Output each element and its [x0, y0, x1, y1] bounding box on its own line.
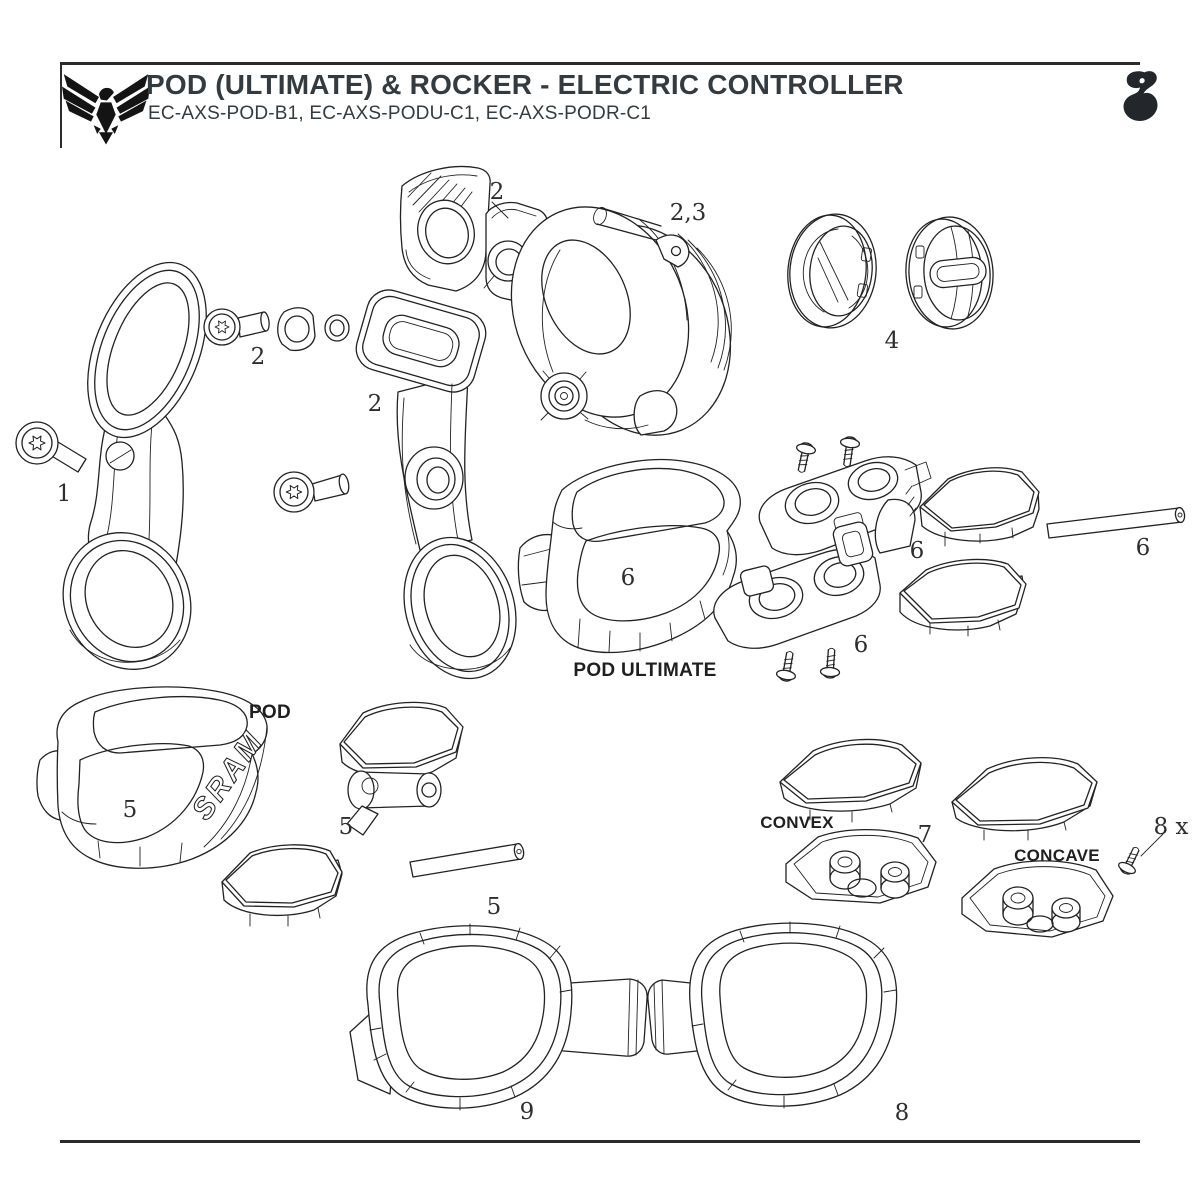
part-1-bolt-drawing [15, 421, 87, 473]
callout-part-9: 9 [519, 1099, 535, 1125]
part-2-lower-bolt-drawing [273, 471, 350, 513]
callout-part-5-pod: 5 [122, 797, 138, 823]
part-5-pin-drawing [409, 842, 525, 878]
part-2-upper-bolt-drawing [203, 308, 270, 346]
callout-part-8: 8 [894, 1100, 910, 1126]
label-pod-ultimate: POD ULTIMATE [573, 660, 717, 681]
header-rule [60, 62, 1140, 65]
callout-part-2-3: 2,3 [669, 200, 707, 226]
part-1-bracket-drawing [62, 261, 207, 670]
sram-derailleur-icon [1123, 71, 1158, 121]
header-left-tick [60, 62, 62, 148]
part-6-pod-ultimate-drawing [517, 458, 741, 654]
callout-part-6-paddle: 6 [909, 538, 925, 564]
callout-part-2-arm: 2 [367, 391, 383, 417]
callout-part-6-screws: 6 [853, 632, 869, 658]
callout-part-6-pod: 6 [620, 565, 636, 591]
part-2-3-clamp-ring-drawing [510, 206, 732, 436]
page-title: POD (ULTIMATE) & ROCKER - ELECTRIC CONTR… [146, 69, 904, 100]
footer-rule [60, 1140, 1140, 1143]
part-5-rocker-paddle-drawing [339, 701, 464, 836]
part-8-pod-drawing [647, 921, 898, 1109]
callout-part-4: 4 [884, 328, 900, 354]
part-2-clamp-plate-drawing [399, 165, 491, 292]
part-7-concave-pad-drawing [951, 757, 1114, 938]
part-6-rocker-internals-drawing [713, 435, 932, 684]
label-pod: POD [248, 702, 292, 723]
part-5-small-paddle-drawing [221, 844, 343, 927]
callout-part-2-bolt: 2 [250, 344, 266, 370]
part-8x-screw-drawing [1115, 833, 1164, 878]
callout-part-7: 7 [917, 822, 933, 848]
callout-part-5-paddle: 5 [338, 814, 354, 840]
page-subtitle: EC-AXS-POD-B1, EC-AXS-PODU-C1, EC-AXS-PO… [148, 103, 652, 124]
sram-eagle-logo [62, 74, 150, 145]
part-7-convex-pad-drawing [779, 738, 937, 904]
part-2-washer-drawing [277, 307, 316, 352]
part-2-oring-drawing [324, 314, 350, 342]
callout-part-6-pin: 6 [1135, 535, 1151, 561]
part-4-caps-drawing [787, 213, 994, 330]
part-5-pod-drawing: SRAM [36, 686, 271, 869]
callout-part-2-plate: 2 [489, 179, 505, 205]
part-6-paddle-covers-drawing [899, 467, 1040, 637]
part-6-pin-drawing [1046, 506, 1186, 539]
part-9-pod-drawing [349, 923, 648, 1111]
label-convex: CONVEX [760, 813, 834, 832]
callout-part-8-screw-qty: 8 x [1153, 814, 1189, 840]
part-2-arm-drawing [355, 289, 517, 680]
callout-part-5-pin: 5 [486, 894, 502, 920]
label-concave: CONCAVE [1014, 846, 1100, 865]
callout-part-1: 1 [56, 481, 72, 507]
